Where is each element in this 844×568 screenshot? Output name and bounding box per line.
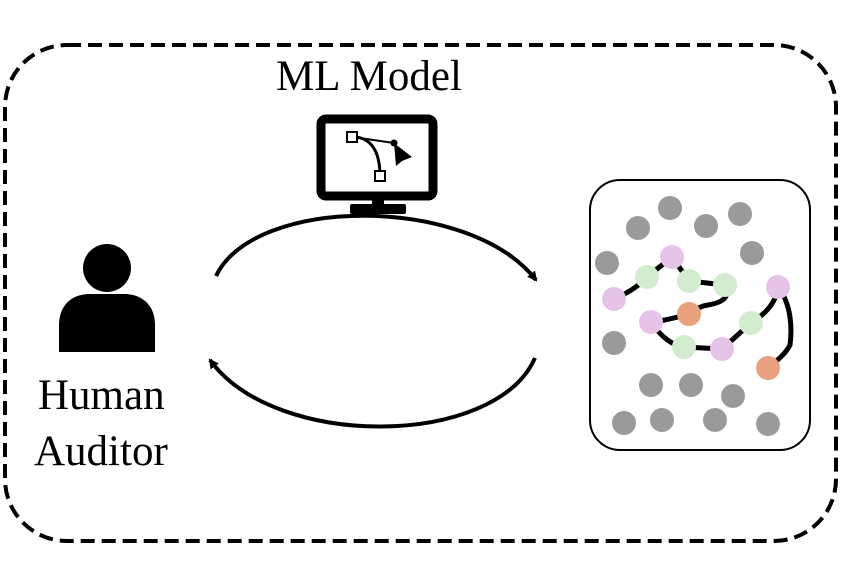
data-point-pink [639,310,663,334]
data-point-pink [602,287,626,311]
data-point-gray [612,411,636,435]
data-point-pink [766,275,790,299]
data-point-gray [595,251,619,275]
data-point-pink [710,337,734,361]
data-point-gray [740,241,764,265]
data-point-green [713,273,737,297]
system-boundary [3,43,838,543]
data-point-gray [639,373,663,397]
data-point-gray [602,331,626,355]
data-point-gray [658,196,682,220]
data-point-gray [703,408,727,432]
arrow-to-data [214,213,538,282]
data-point-gray [721,384,745,408]
data-point-orange [756,356,780,380]
bezier-curve-icon [346,131,412,182]
data-panel [589,179,811,451]
data-point-green [635,265,659,289]
model-label: ML Model [276,53,462,100]
data-point-green [739,311,763,335]
data-point-gray [679,373,703,397]
data-point-green [672,335,696,359]
data-point-gray [626,216,650,240]
data-point-gray [650,408,674,432]
data-point-gray [756,412,780,436]
data-point-pink [660,245,684,269]
data-point-green [677,269,701,293]
monitor-icon [316,114,438,214]
auditor-label-line1: Human [38,372,165,419]
arrow-to-auditor [208,357,537,429]
data-point-gray [694,214,718,238]
data-point-gray [728,202,752,226]
auditor-label-line2: Auditor [34,428,168,475]
person-icon [59,244,155,352]
data-point-orange [677,302,701,326]
